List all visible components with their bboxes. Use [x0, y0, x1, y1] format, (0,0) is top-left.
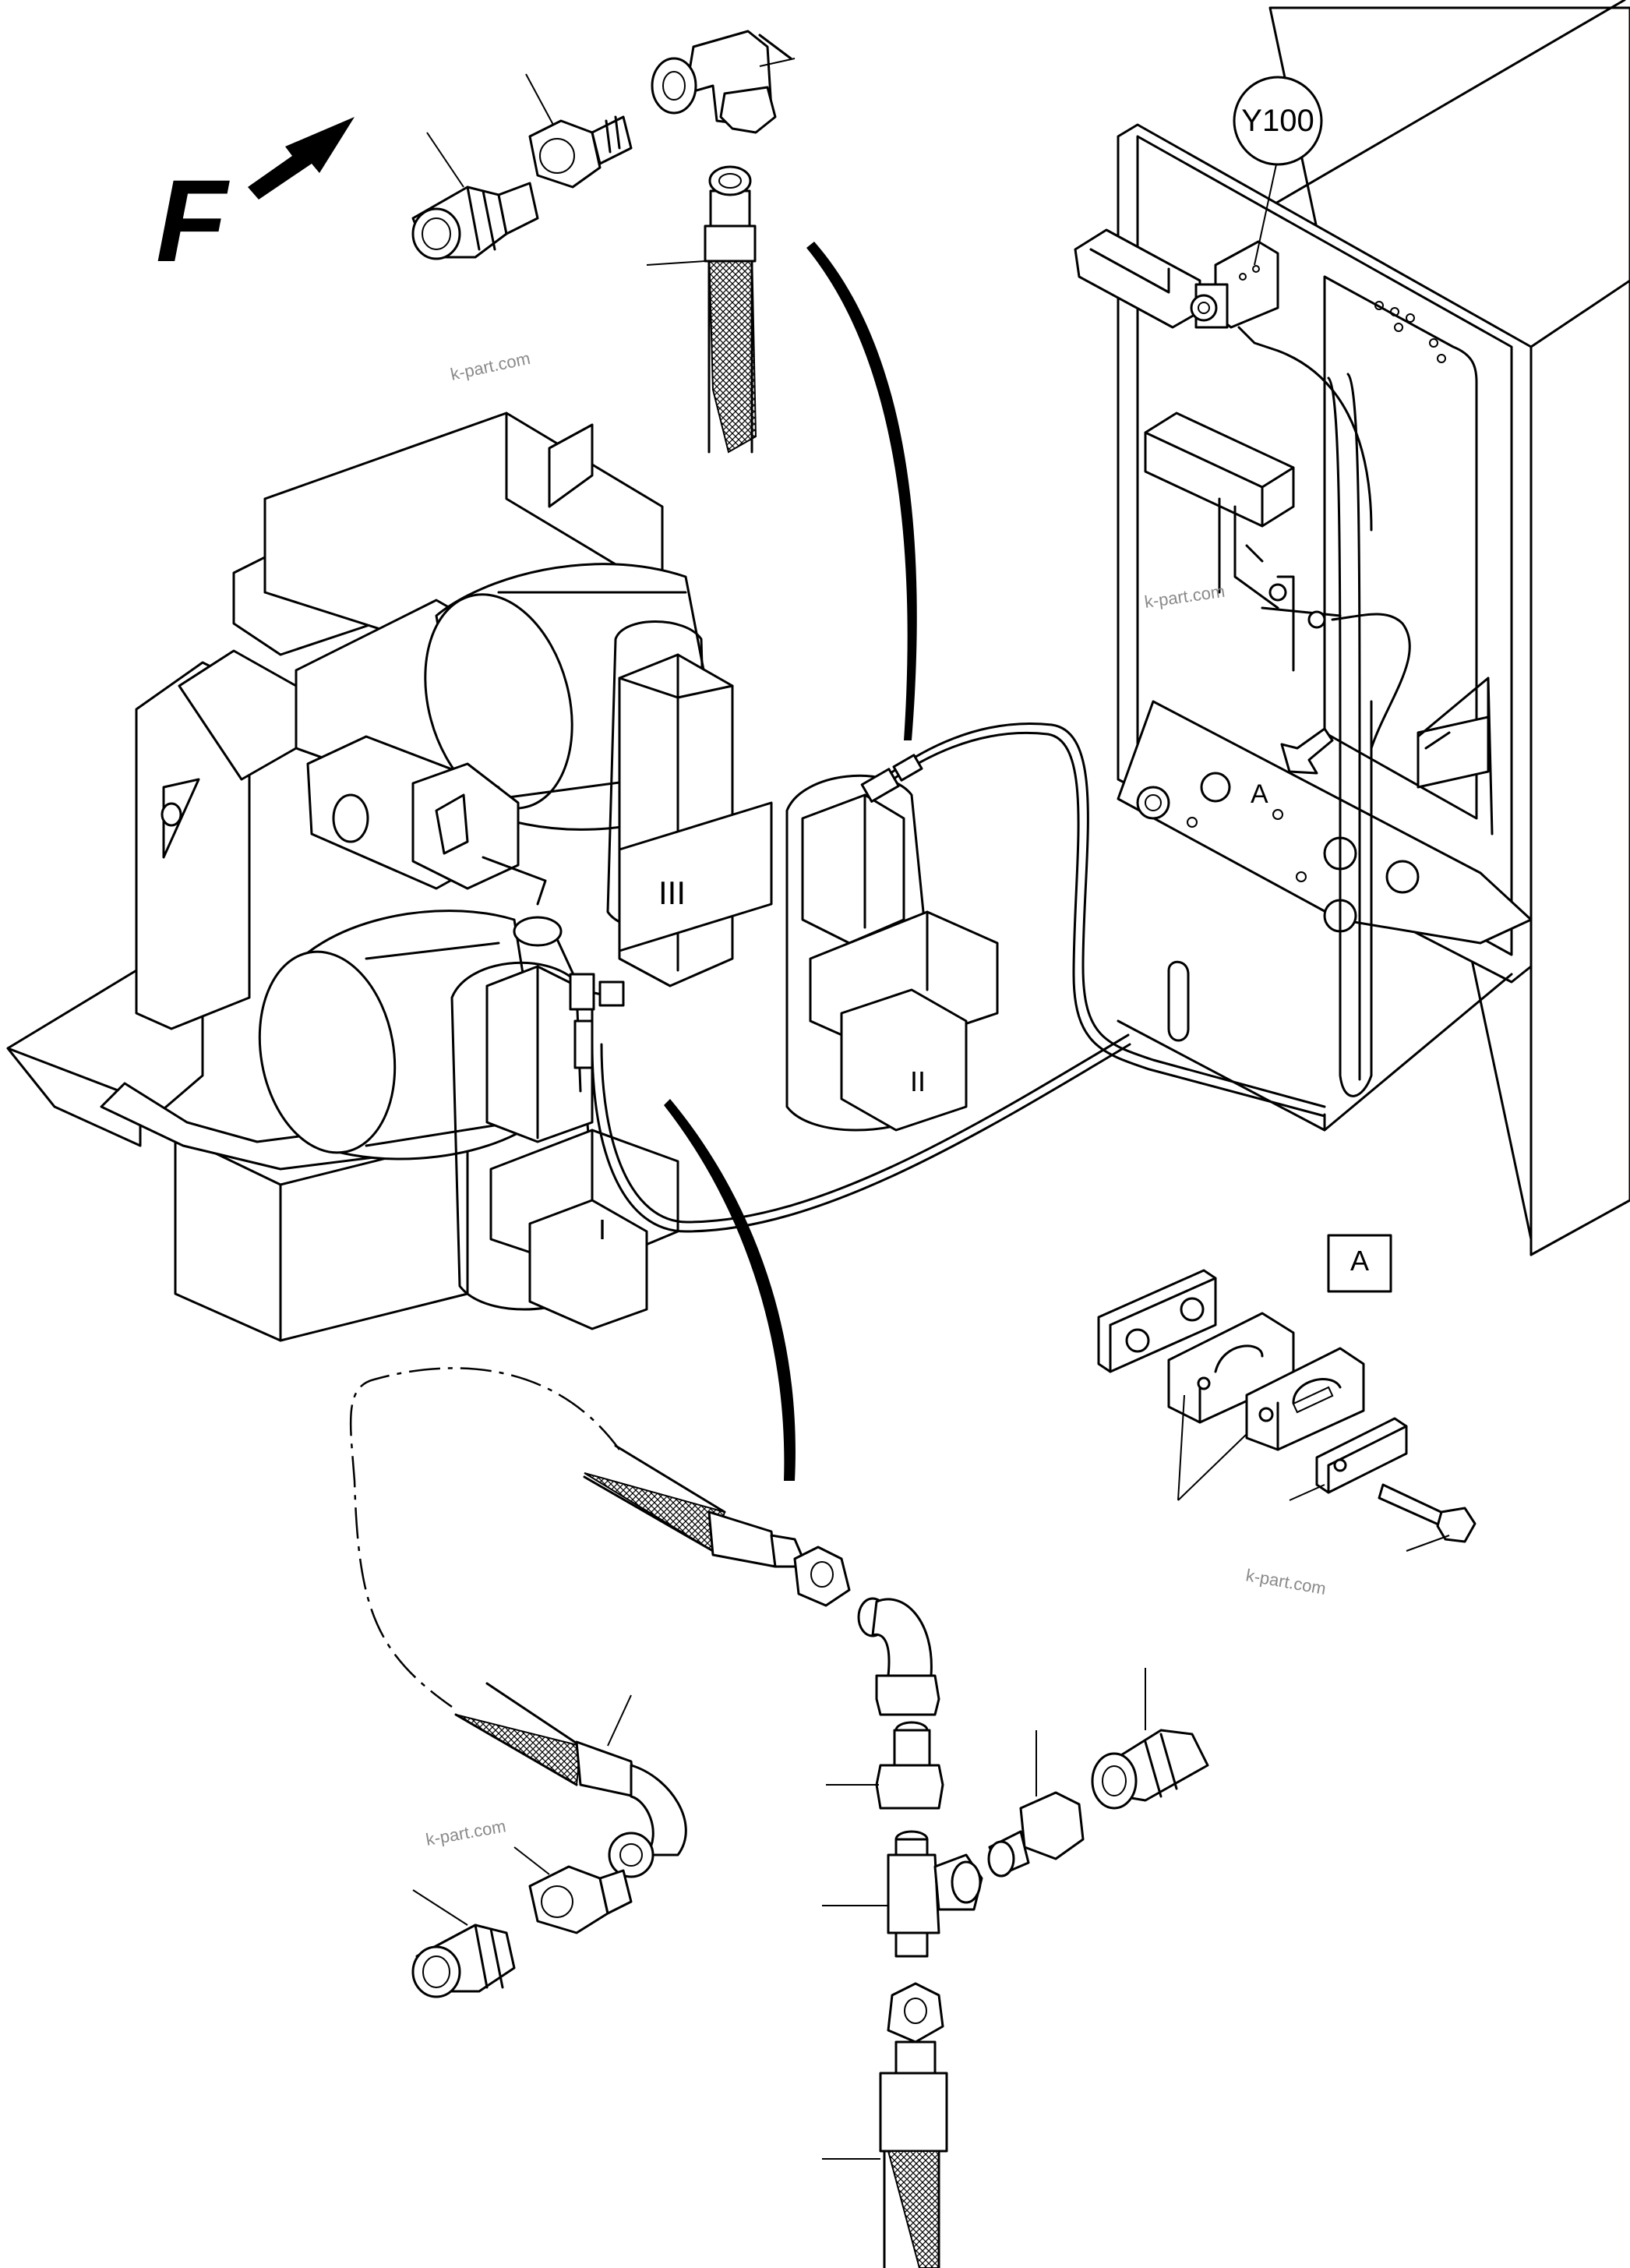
y100-callout: Y100	[1233, 76, 1323, 266]
top-adapter-nut	[528, 115, 633, 189]
watermark-text: k-part.com	[425, 1816, 508, 1849]
pump-module-II: II	[785, 774, 999, 1132]
detail-box	[1327, 1234, 1392, 1293]
valve-callout-label: Y100	[1241, 104, 1314, 138]
top-elbow-fitting	[651, 30, 792, 134]
detail-box-label: A	[1350, 1245, 1369, 1277]
pump-module-III: III	[606, 620, 773, 987]
pump-assembly: III II I	[6, 412, 999, 1342]
lower-fitting-set	[349, 1367, 1209, 2268]
detail-arrow-label: A	[1251, 779, 1268, 809]
pump-label-III: III	[658, 874, 686, 911]
view-letter: F	[156, 155, 230, 286]
pump-label-I: I	[598, 1213, 606, 1245]
lower-straight-adapter	[826, 1721, 944, 1810]
lower-cylinder	[258, 910, 547, 1160]
bottom-detail-hose	[822, 1982, 948, 2268]
left-detail-hose	[454, 1682, 687, 1878]
left-adapter-and-coupling	[411, 1846, 633, 1998]
solenoid-block	[306, 735, 547, 906]
solenoid-valve-Y100	[1074, 228, 1373, 532]
top-hose-stub	[704, 165, 757, 454]
connecting-hoses	[591, 722, 1326, 1481]
pump-module-I: I	[450, 961, 679, 1330]
top-fitting-set	[411, 30, 917, 740]
hose-end-fitting	[860, 754, 923, 803]
upper-detail-hose	[583, 1444, 851, 1607]
watermark-text: k-part.com	[449, 348, 532, 384]
view-direction-marker: F	[156, 117, 355, 286]
valve-panel-frame: A Y100	[1074, 0, 1630, 1256]
top-quick-coupling	[411, 182, 539, 260]
lower-tee-fitting	[822, 1830, 983, 1958]
view-arrow-icon	[248, 117, 355, 200]
watermark-text: k-part.com	[1244, 1565, 1328, 1599]
side-adapter-and-coupling	[987, 1668, 1209, 1878]
pump-tee-fitting	[513, 916, 625, 1093]
lower-elbow-fitting	[857, 1597, 940, 1716]
pump-label-II: II	[910, 1065, 926, 1097]
detail-a-clamp: A	[1097, 1234, 1477, 1552]
